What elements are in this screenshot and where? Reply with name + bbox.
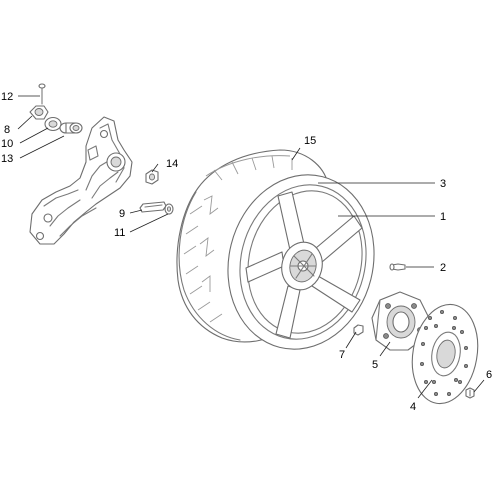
leader-6 xyxy=(473,379,485,393)
spacer-13 xyxy=(59,122,83,134)
callout-5: 5 xyxy=(372,359,378,371)
callout-1: 1 xyxy=(440,211,446,223)
hub-flange xyxy=(371,291,429,351)
nut-7 xyxy=(353,324,364,336)
callout-4: 4 xyxy=(410,401,416,413)
leader-10 xyxy=(19,127,49,144)
screw-2 xyxy=(389,263,406,271)
nut-14 xyxy=(145,169,159,185)
leader-lines xyxy=(17,95,485,399)
callout-14: 14 xyxy=(166,158,178,170)
leader-4 xyxy=(417,379,433,399)
callout-labels: 12 8 10 13 14 9 11 15 3 1 2 7 5 4 6 xyxy=(1,91,492,413)
bolt-9 xyxy=(139,201,167,213)
wheel-rim xyxy=(227,174,375,350)
callout-11: 11 xyxy=(114,227,125,239)
leader-14 xyxy=(151,163,159,173)
callout-12: 12 xyxy=(1,91,13,103)
callout-10: 10 xyxy=(1,138,13,150)
screw-6 xyxy=(465,387,475,399)
leader-9 xyxy=(129,209,143,214)
callout-6: 6 xyxy=(486,369,492,381)
nut-8 xyxy=(29,105,49,120)
callout-15: 15 xyxy=(304,135,316,147)
leader-7 xyxy=(345,331,357,349)
leader-13 xyxy=(19,135,65,159)
washer-10 xyxy=(44,116,62,132)
leader-5 xyxy=(379,341,391,357)
leader-11 xyxy=(129,213,169,233)
callout-8: 8 xyxy=(4,124,10,136)
leader-15 xyxy=(291,147,301,161)
callout-9: 9 xyxy=(119,208,125,220)
callout-2: 2 xyxy=(440,262,446,274)
callout-7: 7 xyxy=(339,349,345,361)
swing-arm-bracket xyxy=(29,116,133,245)
callout-3: 3 xyxy=(440,178,446,190)
screw-12 xyxy=(38,83,46,105)
washer-11 xyxy=(164,203,174,215)
leader-8 xyxy=(17,115,33,130)
brake-disc xyxy=(411,303,479,405)
callout-13: 13 xyxy=(1,153,13,165)
